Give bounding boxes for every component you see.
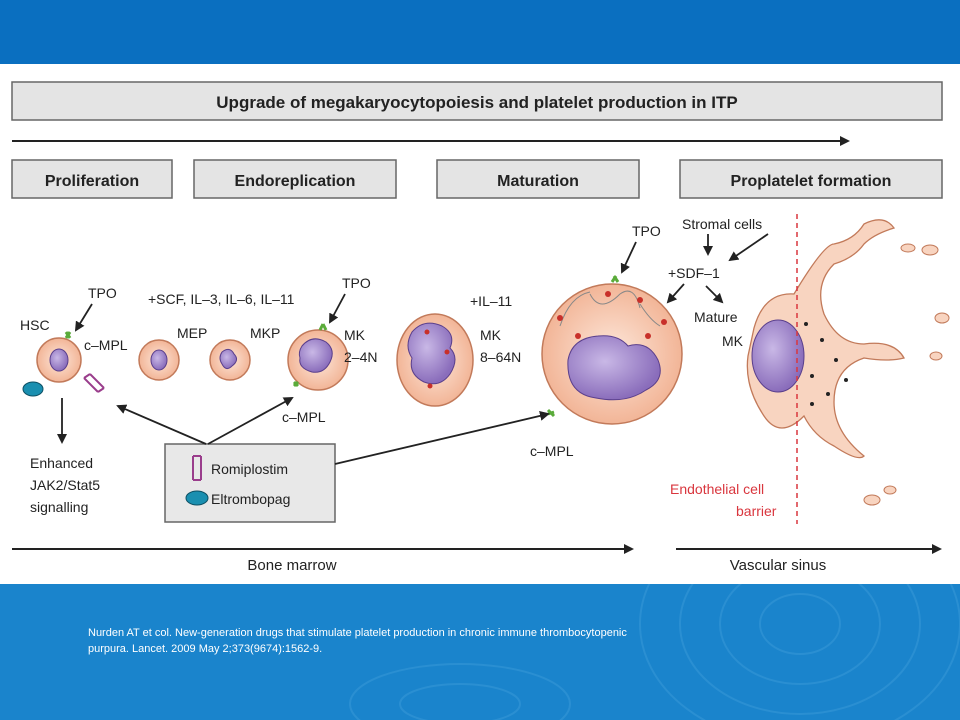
label-jak-3: signalling <box>30 499 88 515</box>
tpo-arrow-2 <box>329 293 346 324</box>
sdf1-arrow-1 <box>666 283 685 304</box>
c-mpl-receptor-icon <box>64 331 72 339</box>
stromal-arrow-2 <box>728 233 769 262</box>
label-ploidy-1: 2–4N <box>344 349 377 365</box>
label-tpo-1: TPO <box>88 285 117 301</box>
label-mature-mk: MK <box>722 333 744 349</box>
drug-arrow-mk-2-4n <box>207 397 294 445</box>
slide-header-bar <box>0 0 960 64</box>
citation-line-2: purpura. Lancet. 2009 May 2;373(9674):15… <box>88 643 323 655</box>
citation-line-1: Nurden AT et col. New-generation drugs t… <box>88 627 627 639</box>
c-mpl-receptor-icon <box>546 408 556 418</box>
label-hsc: HSC <box>20 317 50 333</box>
c-mpl-receptor-icon <box>292 380 300 388</box>
stage-maturation: Maturation <box>497 173 579 190</box>
title-box <box>11 81 943 121</box>
drug-arrow-hsc <box>116 404 207 445</box>
label-cmpl-2: c–MPL <box>282 409 326 425</box>
label-tpo-2: TPO <box>342 275 371 291</box>
label-tpo-3: TPO <box>632 223 661 239</box>
hsc-cell <box>22 331 105 397</box>
label-endothelial-2: barrier <box>736 503 777 519</box>
eltrombopag-icon <box>185 490 209 506</box>
label-factors: +SCF, IL–3, IL–6, IL–11 <box>148 291 295 307</box>
label-cmpl-3: c–MPL <box>530 443 574 459</box>
label-bone-marrow: Bone marrow <box>247 557 336 574</box>
c-mpl-receptor-icon <box>318 323 328 331</box>
legend-romiplostim: Romiplostim <box>211 461 288 477</box>
drug-arrow-maturation <box>334 410 550 465</box>
mk-2-4n-cell <box>287 323 349 391</box>
proplatelet-mk-cell <box>746 219 950 506</box>
stage-box-proliferation <box>11 159 173 199</box>
romiplostim-icon <box>192 455 202 481</box>
label-il11: +IL–11 <box>470 293 512 309</box>
slide-footer <box>0 584 960 720</box>
mkp-cell <box>209 339 251 381</box>
figure-panel: Upgrade of megakaryocytopoiesis and plat… <box>0 64 960 584</box>
stage-box-maturation <box>436 159 640 199</box>
diagram-title: Upgrade of megakaryocytopoiesis and plat… <box>216 93 737 112</box>
stage-proplatelet: Proplatelet formation <box>731 173 892 190</box>
romiplostim-icon <box>83 373 105 393</box>
sdf1-arrow-2 <box>705 285 724 304</box>
label-ploidy-2: 8–64N <box>480 349 521 365</box>
mep-cell <box>138 339 180 381</box>
c-mpl-receptor-icon <box>610 275 620 283</box>
drug-legend-box <box>164 443 336 523</box>
label-mkp: MKP <box>250 325 280 341</box>
label-vascular-sinus: Vascular sinus <box>730 557 826 574</box>
label-stromal: Stromal cells <box>682 216 762 232</box>
legend-eltrombopag: Eltrombopag <box>211 491 290 507</box>
stage-box-endoreplication <box>193 159 397 199</box>
label-mk-1: MK <box>344 327 366 343</box>
stage-proliferation: Proliferation <box>45 173 139 190</box>
stage-box-proplatelet <box>679 159 943 199</box>
label-jak-1: Enhanced <box>30 455 93 471</box>
mk-8-64n-cell <box>396 313 474 407</box>
label-endothelial-1: Endothelial cell <box>670 481 764 497</box>
label-mep: MEP <box>177 325 207 341</box>
label-mature: Mature <box>694 309 738 325</box>
label-cmpl-1: c–MPL <box>84 337 128 353</box>
ripple-decoration <box>349 584 960 720</box>
label-jak-2: JAK2/Stat5 <box>30 477 100 493</box>
megakaryocytopoiesis-diagram: Upgrade of megakaryocytopoiesis and plat… <box>11 81 950 574</box>
tpo-arrow-3 <box>620 241 637 274</box>
eltrombopag-icon <box>22 381 44 397</box>
maturation-mk-cell <box>541 275 683 425</box>
label-mk-2: MK <box>480 327 502 343</box>
label-sdf1: +SDF–1 <box>668 265 720 281</box>
tpo-arrow-1 <box>74 303 93 332</box>
stage-endoreplication: Endoreplication <box>235 173 356 190</box>
citation: Nurden AT et col. New-generation drugs t… <box>88 625 808 657</box>
